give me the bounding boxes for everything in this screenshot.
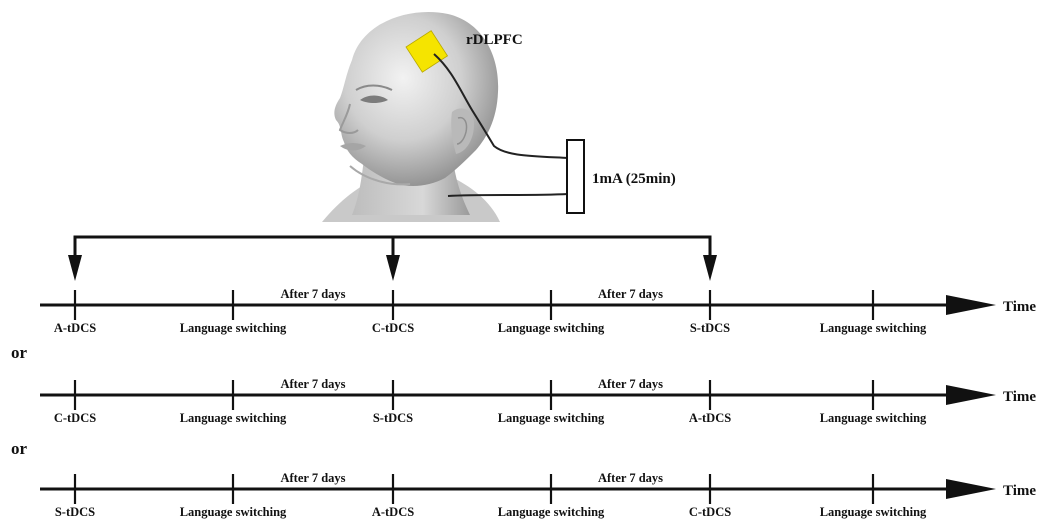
electrode-pad — [405, 30, 449, 73]
interval-label: After 7 days — [598, 377, 663, 391]
session-bracket — [68, 235, 717, 281]
wire-to-electrode — [433, 53, 569, 159]
wire-return — [447, 193, 569, 197]
task-session-label: Language switching — [820, 321, 927, 335]
stimulation-session-label: C-tDCS — [54, 411, 96, 425]
or-separator-2: or — [11, 439, 28, 458]
stimulation-session-label: S-tDCS — [690, 321, 730, 335]
interval-label: After 7 days — [280, 287, 345, 301]
time-axis-label: Time — [1003, 389, 1036, 405]
stimulator-device — [566, 139, 585, 214]
interval-label: After 7 days — [598, 287, 663, 301]
time-arrowhead — [946, 385, 996, 405]
task-session-label: Language switching — [180, 321, 287, 335]
time-arrowhead — [946, 479, 996, 499]
time-arrowhead — [946, 295, 996, 315]
task-session-label: Language switching — [498, 505, 605, 519]
task-session-label: Language switching — [820, 411, 927, 425]
interval-label: After 7 days — [280, 471, 345, 485]
task-session-label: Language switching — [820, 505, 927, 519]
stim-arrow-2 — [386, 255, 400, 281]
stim-arrow-3 — [703, 255, 717, 281]
stim-arrow-1 — [68, 255, 82, 281]
task-session-label: Language switching — [180, 411, 287, 425]
task-session-label: Language switching — [498, 321, 605, 335]
task-session-label: Language switching — [498, 411, 605, 425]
or-separator-1: or — [11, 343, 28, 362]
electrode-label: rDLPFC — [466, 32, 523, 48]
stimulation-session-label: C-tDCS — [372, 321, 414, 335]
stimulation-session-label: S-tDCS — [55, 505, 95, 519]
task-session-label: Language switching — [180, 505, 287, 519]
stimulation-session-label: A-tDCS — [372, 505, 414, 519]
interval-label: After 7 days — [280, 377, 345, 391]
time-axis-label: Time — [1003, 483, 1036, 499]
stimulation-session-label: S-tDCS — [373, 411, 413, 425]
stimulation-session-label: C-tDCS — [689, 505, 731, 519]
interval-label: After 7 days — [598, 471, 663, 485]
stimulation-session-label: A-tDCS — [54, 321, 96, 335]
stimulator-label: 1mA (25min) — [592, 171, 676, 187]
stimulation-session-label: A-tDCS — [689, 411, 731, 425]
time-axis-label: Time — [1003, 299, 1036, 315]
head-illustration — [322, 11, 500, 222]
